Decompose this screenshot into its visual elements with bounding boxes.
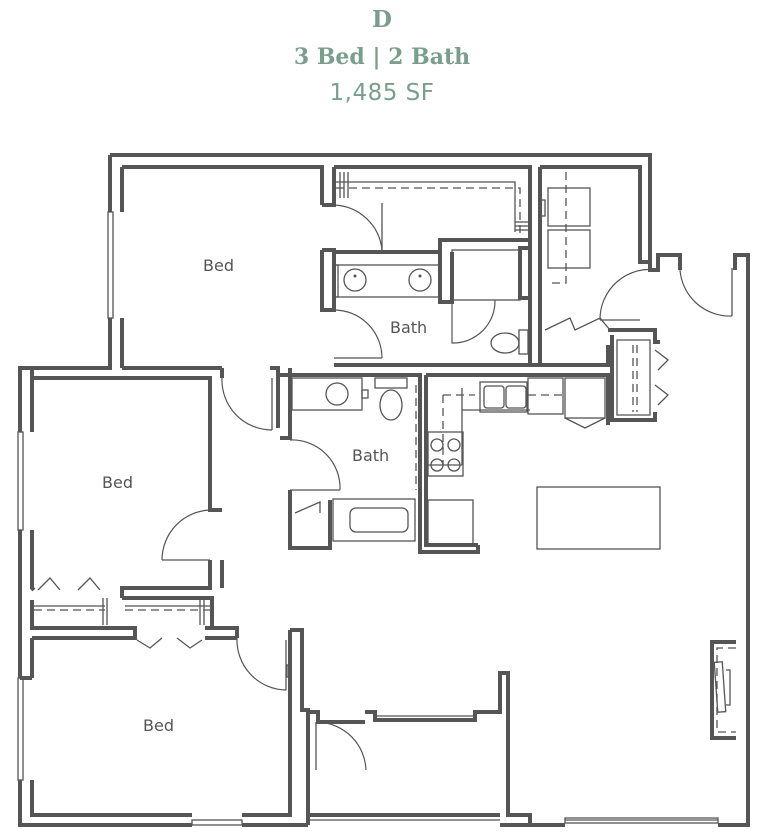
second-bath [288, 373, 480, 554]
balcony-area [308, 671, 718, 825]
laundry [538, 172, 733, 331]
unit-name: D [372, 6, 392, 33]
bed-1-walls [122, 165, 650, 375]
unit-beds-baths: 3 Bed | 2 Bath [293, 44, 471, 70]
master-bath [333, 249, 531, 362]
linen-closet [608, 328, 669, 422]
room-label-bed-1: Bed [203, 256, 234, 275]
windows [17, 211, 719, 826]
fireplace [710, 640, 736, 740]
room-label-bed-2: Bed [102, 473, 133, 492]
outer-walls [18, 153, 750, 827]
bed-2-closet [34, 577, 210, 649]
room-label-bed-3: Bed [143, 716, 174, 735]
kitchen [424, 373, 610, 547]
hall-walls [20, 366, 292, 678]
bed-2-door-swing [221, 377, 273, 431]
bed-2-inner-door-swing [161, 509, 211, 561]
room-label-bath-1: Bath [390, 318, 428, 337]
room-label-bath-2: Bath [352, 446, 390, 465]
bed-1-closet [333, 172, 530, 251]
bed-3-walls [20, 628, 310, 825]
kitchen-island [536, 486, 661, 550]
unit-square-feet: 1,485 SF [329, 80, 435, 106]
